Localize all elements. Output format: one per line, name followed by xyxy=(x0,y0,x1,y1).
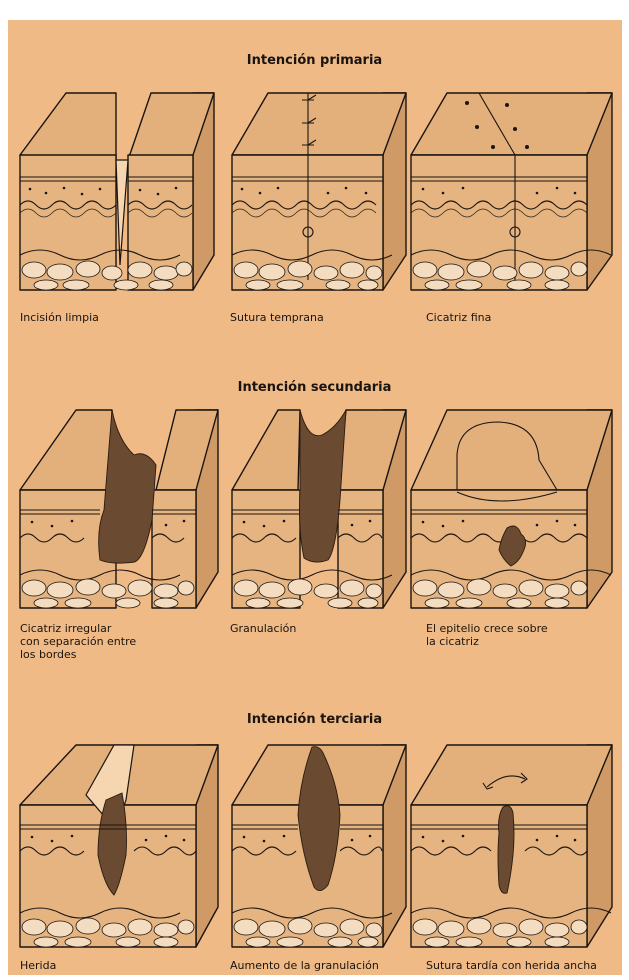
caption-wound: Herida xyxy=(20,959,56,972)
block-fine-scar xyxy=(407,85,617,300)
caption-fine-scar: Cicatriz fina xyxy=(426,311,491,324)
block-early-suture xyxy=(228,85,408,300)
caption-delayed-suture: Sutura tardía con herida ancha xyxy=(426,959,597,972)
section-title-secondary: Intención secundaria xyxy=(0,380,629,395)
block-epithelium-grows xyxy=(407,410,617,615)
caption-early-suture: Sutura temprana xyxy=(230,311,324,324)
block-irregular-scar xyxy=(16,410,221,615)
caption-increased-granulation: Aumento de la granulación xyxy=(230,959,379,972)
block-granulation xyxy=(228,410,408,615)
caption-granulation: Granulación xyxy=(230,622,296,635)
caption-clean-incision: Incisión limpia xyxy=(20,311,99,324)
caption-irregular-scar: Cicatriz irregular con separación entre … xyxy=(20,622,136,661)
caption-epithelium-grows: El epitelio crece sobre la cicatriz xyxy=(426,622,548,648)
block-increased-granulation xyxy=(228,745,408,955)
block-wound xyxy=(16,745,221,955)
block-clean-incision xyxy=(16,85,216,300)
section-title-tertiary: Intención terciaria xyxy=(0,712,629,727)
block-delayed-suture xyxy=(407,745,617,955)
section-title-primary: Intención primaria xyxy=(0,53,629,68)
